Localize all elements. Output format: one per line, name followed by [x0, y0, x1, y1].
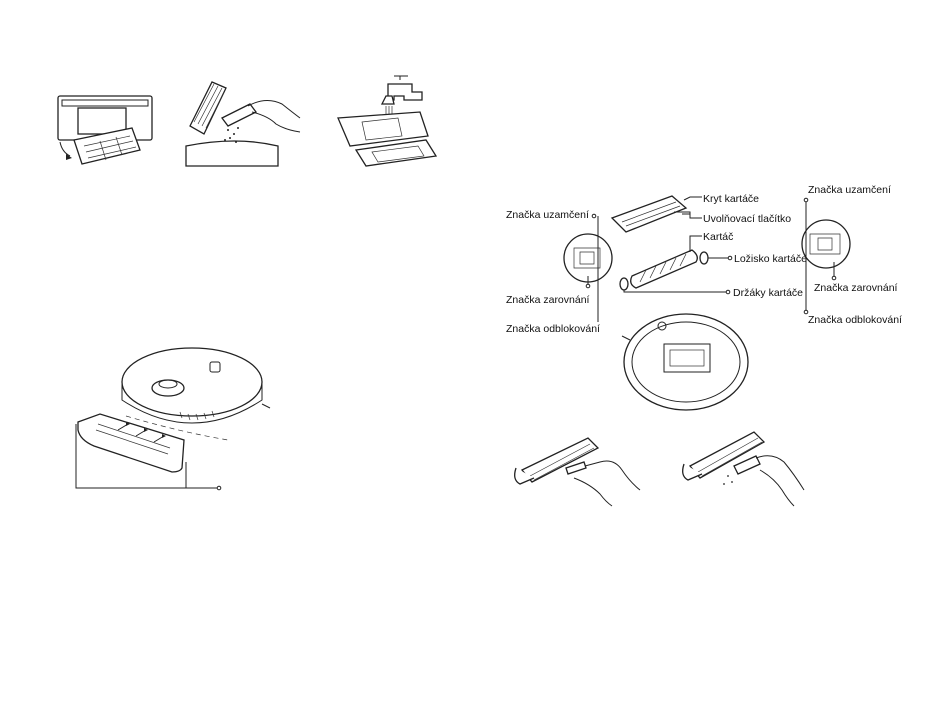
rinsing-under-tap-illustration: [338, 76, 436, 166]
brush-assembly-illustration: [564, 196, 850, 410]
label-align-mark-right: Značka zarovnání: [814, 282, 897, 294]
label-brush-bearing: Ložisko kartáče: [734, 253, 807, 265]
label-brush-holders: Držáky kartáče: [733, 287, 803, 299]
label-release-button: Uvolňovací tlačítko: [703, 213, 791, 225]
label-lock-mark-left: Značka uzamčení: [506, 209, 589, 221]
label-align-mark-left: Značka zarovnání: [506, 294, 589, 306]
label-unlock-mark-right: Značka odblokování: [808, 314, 902, 326]
label-brush: Kartáč: [703, 231, 733, 243]
dustbin-filter-removal-illustration: [58, 96, 152, 164]
robot-water-tank-illustration: [76, 348, 270, 490]
filter-tapping-illustration: [186, 82, 300, 166]
label-brush-cover: Kryt kartáče: [703, 193, 759, 205]
label-lock-mark-right: Značka uzamčení: [808, 184, 891, 196]
brush-cleaning-illustration: [515, 432, 804, 506]
label-unlock-mark-left: Značka odblokování: [506, 323, 600, 335]
